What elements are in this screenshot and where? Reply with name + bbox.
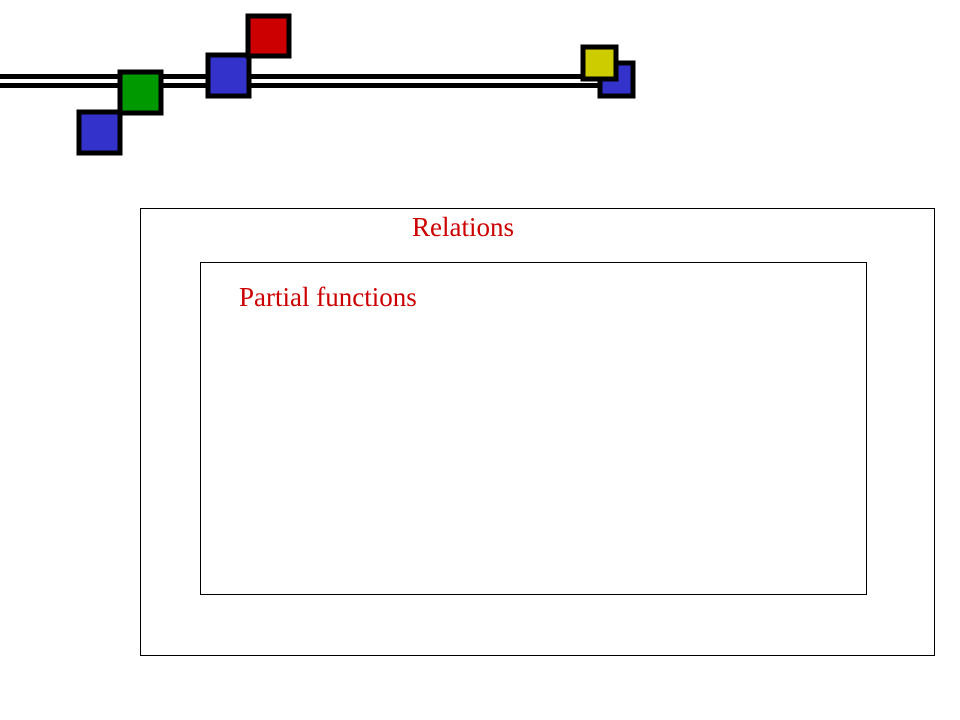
blue-square-bottom-left xyxy=(76,109,123,156)
green-square xyxy=(117,69,164,116)
partial-functions-set-box xyxy=(200,262,867,595)
relations-set-box xyxy=(140,208,935,656)
decorative-header-graphic xyxy=(0,13,636,156)
partial-functions-label: Partial functions xyxy=(239,282,417,312)
relations-label: Relations xyxy=(412,212,514,242)
yellow-square xyxy=(580,44,619,82)
blue-square-middle xyxy=(205,52,252,99)
decorative-double-line xyxy=(0,74,604,88)
red-square xyxy=(245,13,292,59)
